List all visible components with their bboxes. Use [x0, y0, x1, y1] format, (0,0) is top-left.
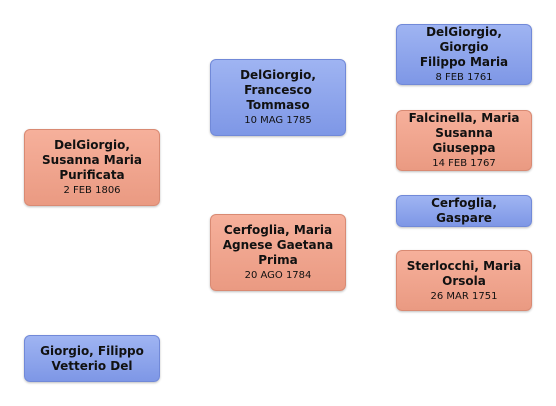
- person-date: 20 AGO 1784: [244, 270, 312, 281]
- person-card-maternal-grandfather[interactable]: Cerfoglia, Gaspare: [396, 195, 532, 227]
- person-card-paternal-grandfather[interactable]: DelGiorgio, Giorgio Filippo Maria 8 FEB …: [396, 24, 532, 85]
- person-card-paternal-grandmother[interactable]: Falcinella, Maria Susanna Giuseppa 14 FE…: [396, 110, 532, 171]
- person-name: DelGiorgio, Francesco Tommaso: [240, 68, 316, 112]
- person-date: 14 FEB 1767: [432, 158, 496, 169]
- person-date: 10 MAG 1785: [244, 115, 312, 126]
- person-name: Falcinella, Maria Susanna Giuseppa: [408, 111, 520, 155]
- person-card-subject[interactable]: DelGiorgio, Susanna Maria Purificata 2 F…: [24, 129, 160, 206]
- person-card-maternal-grandmother[interactable]: Sterlocchi, Maria Orsola 26 MAR 1751: [396, 250, 532, 311]
- person-card-spouse[interactable]: Giorgio, Filippo Vetterio Del: [24, 335, 160, 382]
- person-card-father[interactable]: DelGiorgio, Francesco Tommaso 10 MAG 178…: [210, 59, 346, 136]
- person-date: 8 FEB 1761: [435, 72, 493, 83]
- person-name: Sterlocchi, Maria Orsola: [406, 258, 522, 288]
- person-name: Cerfoglia, Maria Agnese Gaetana Prima: [222, 223, 334, 267]
- person-date: 26 MAR 1751: [430, 290, 498, 302]
- person-date: 2 FEB 1806: [63, 185, 121, 196]
- person-card-mother[interactable]: Cerfoglia, Maria Agnese Gaetana Prima 20…: [210, 214, 346, 291]
- person-name: DelGiorgio, Susanna Maria Purificata: [42, 138, 142, 182]
- person-name: Cerfoglia, Gaspare: [431, 196, 497, 225]
- person-name: Giorgio, Filippo Vetterio Del: [40, 343, 144, 373]
- person-name: DelGiorgio, Giorgio Filippo Maria: [419, 25, 509, 69]
